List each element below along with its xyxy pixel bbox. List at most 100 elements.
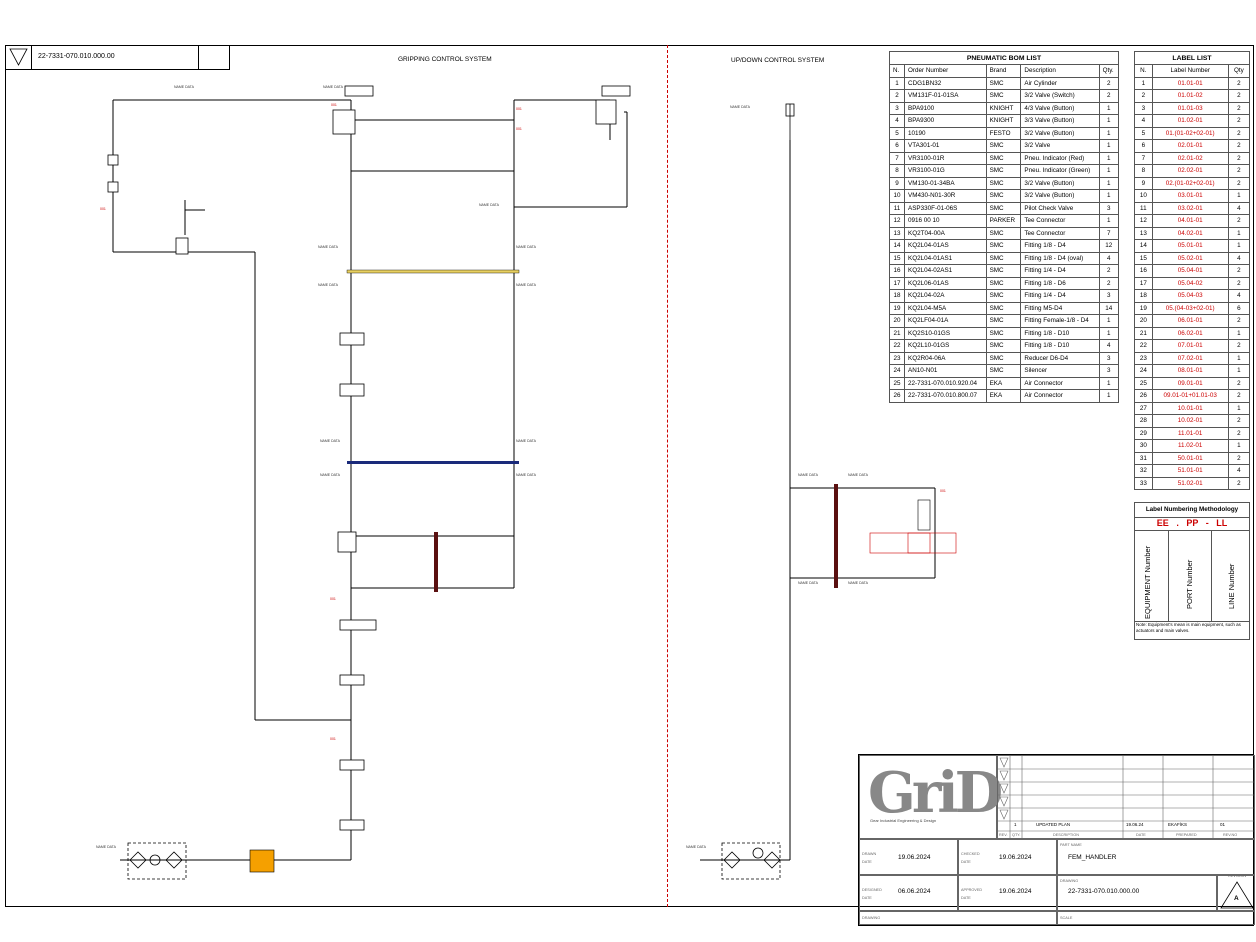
bom-cell: Tee Connector bbox=[1020, 226, 1100, 240]
bom-cell: 3/2 Valve (Button) bbox=[1020, 189, 1100, 203]
logo-subtitle: Gear Industrial Engineering & Design bbox=[870, 818, 937, 823]
label-cell: 2 bbox=[1227, 101, 1251, 115]
label-cell: 27 bbox=[1134, 401, 1153, 415]
label-cell: 16 bbox=[1134, 264, 1153, 278]
label-cell: 8 bbox=[1134, 164, 1153, 178]
svg-text:001: 001 bbox=[516, 127, 522, 131]
bom-cell: KQ2LF04-01A bbox=[904, 314, 987, 328]
label-cell: 25 bbox=[1134, 376, 1153, 390]
bom-cell: Reducer D6-D4 bbox=[1020, 351, 1100, 365]
port-number-label: PORT Number bbox=[1185, 559, 1194, 609]
code-ll: LL bbox=[1216, 518, 1228, 528]
bom-cell: SMC bbox=[985, 89, 1022, 103]
label-cell: 4 bbox=[1227, 464, 1251, 478]
label-cell: 2 bbox=[1227, 451, 1251, 465]
label-cell: 1 bbox=[1227, 364, 1251, 378]
svg-text:NAME DATA: NAME DATA bbox=[848, 581, 869, 585]
label-cell: 2 bbox=[1227, 314, 1251, 328]
label-cell: 2 bbox=[1227, 89, 1251, 103]
label-cell: 02.02-01 bbox=[1151, 164, 1229, 178]
label-cell: 06.01-01 bbox=[1151, 314, 1229, 328]
bom-cell: SMC bbox=[985, 364, 1022, 378]
svg-text:NAME DATA: NAME DATA bbox=[516, 283, 537, 287]
bom-title: PNEUMATIC BOM LIST bbox=[889, 51, 1119, 65]
label-cell: 05.04-03 bbox=[1151, 289, 1229, 303]
label-cell: 6 bbox=[1227, 301, 1251, 315]
bom-cell: 16 bbox=[888, 264, 906, 278]
bom-cell: KQ2S10-01GS bbox=[904, 326, 987, 340]
label-header-row: N. Label Number Qty bbox=[1134, 64, 1251, 78]
label-cell: 05.02-01 bbox=[1151, 251, 1229, 265]
bom-cell: KQ2L06-01AS bbox=[904, 276, 987, 290]
bom-cell: 12 bbox=[1098, 239, 1120, 253]
bom-cell: AN10-N01 bbox=[904, 364, 987, 378]
label-cell: 31 bbox=[1134, 451, 1153, 465]
label-cell: 10.01-01 bbox=[1151, 401, 1229, 415]
bom-cell: Silencer bbox=[1020, 364, 1100, 378]
code-pp: PP bbox=[1186, 518, 1199, 528]
code-dot: . bbox=[1176, 518, 1179, 528]
bom-cell: SMC bbox=[985, 189, 1022, 203]
bom-cell: 1 bbox=[1098, 151, 1120, 165]
bom-cell: Pneu. Indicator (Green) bbox=[1020, 164, 1100, 178]
bom-cell: 4 bbox=[1098, 251, 1120, 265]
bom-cell: KQ2L04-01AS bbox=[904, 239, 987, 253]
bom-cell: Air Connector bbox=[1020, 376, 1100, 390]
bom-cell: 18 bbox=[888, 289, 906, 303]
designed-cell: DESIGNED DATE 06.06.2024 bbox=[859, 875, 958, 911]
label-cell: 18 bbox=[1134, 289, 1153, 303]
label-cell: 2 bbox=[1227, 276, 1251, 290]
bom-cell: 3/3 Valve (Button) bbox=[1020, 114, 1100, 128]
label-cell: 23 bbox=[1134, 351, 1153, 365]
bom-cell: 1 bbox=[1098, 376, 1120, 390]
bom-cell: 3 bbox=[888, 101, 906, 115]
checked-date-label: DATE bbox=[961, 860, 971, 864]
bom-cell: 2 bbox=[1098, 276, 1120, 290]
bom-cell: 6 bbox=[888, 139, 906, 153]
svg-text:001: 001 bbox=[100, 207, 106, 211]
bom-cell: SMC bbox=[985, 276, 1022, 290]
bom-header: Brand bbox=[985, 64, 1022, 78]
bom-cell: 1 bbox=[1098, 176, 1120, 190]
bom-cell: Fitting 1/8 - D4 (oval) bbox=[1020, 251, 1100, 265]
scale-label: DRAWING bbox=[862, 916, 881, 920]
bom-cell: SMC bbox=[985, 289, 1022, 303]
bom-cell: KQ2L10-01GS bbox=[904, 339, 987, 353]
description-header: DESCRIPTION bbox=[1053, 833, 1079, 837]
label-header: Label Number bbox=[1151, 64, 1229, 78]
bom-cell: 3/2 Valve (Switch) bbox=[1020, 89, 1100, 103]
label-methodology: Label Numbering Methodology EE . PP - LL… bbox=[1134, 502, 1250, 640]
bom-header: Description bbox=[1020, 64, 1100, 78]
label-cell: 2 bbox=[1227, 264, 1251, 278]
bom-cell: SMC bbox=[985, 351, 1022, 365]
label-cell: 11 bbox=[1134, 201, 1153, 215]
bom-cell: VR3100-01G bbox=[904, 164, 987, 178]
bom-cell: SMC bbox=[985, 301, 1022, 315]
revno-header: REV.NO bbox=[1223, 833, 1238, 837]
designed-date-label: DATE bbox=[862, 896, 872, 900]
methodology-columns: EQUIPMENT Number PORT Number LINE Number bbox=[1135, 530, 1249, 622]
bom-cell: Fitting 1/8 - D10 bbox=[1020, 339, 1100, 353]
bom-cell: Air Connector bbox=[1020, 389, 1100, 403]
bom-cell: VR3100-01R bbox=[904, 151, 987, 165]
bom-cell: 1 bbox=[1098, 189, 1120, 203]
label-cell: 17 bbox=[1134, 276, 1153, 290]
revision-triangle-icon bbox=[1220, 881, 1254, 909]
bom-header: Order Number bbox=[904, 64, 987, 78]
bom-cell: CDG1BN32 bbox=[904, 76, 987, 90]
